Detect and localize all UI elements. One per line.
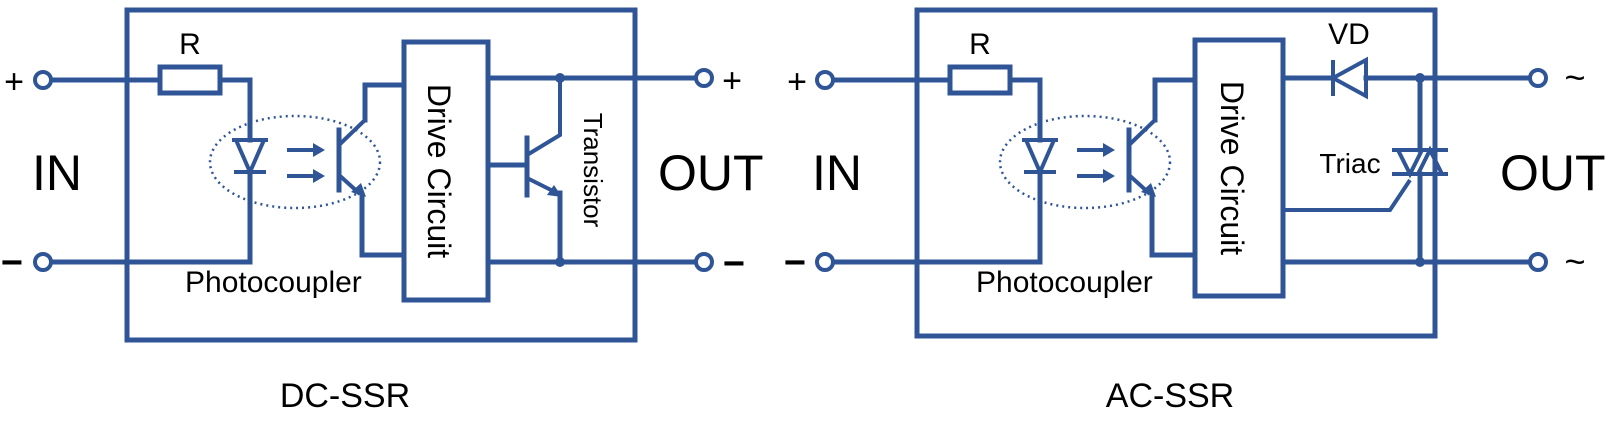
ac-photocoupler-outline — [998, 114, 1172, 210]
ac-in-minus-sign: − — [784, 242, 806, 284]
ac-in-minus-terminal — [815, 252, 835, 272]
ac-triac — [1283, 73, 1448, 267]
ac-vd-diode — [1280, 56, 1533, 100]
dc-output-transistor — [485, 73, 695, 267]
ac-out-label: OUT — [1500, 145, 1606, 201]
dc-in-plus-terminal — [33, 70, 53, 90]
ac-out-bottom-tilde: ~ — [1564, 241, 1585, 282]
ac-drive-circuit — [1192, 37, 1286, 299]
dc-resistor — [157, 64, 223, 96]
dc-in-label: IN — [32, 145, 82, 201]
ac-in-label: IN — [812, 145, 862, 201]
ac-out-top-terminal — [1528, 68, 1548, 88]
ac-resistor-label: R — [969, 28, 991, 61]
ac-triac-label: Triac — [1319, 148, 1380, 179]
ac-phototransistor — [1126, 77, 1198, 258]
dc-input-top-wire — [45, 77, 253, 143]
dc-out-label: OUT — [658, 145, 764, 201]
ac-light-arrows — [1077, 143, 1115, 183]
dc-drive-circuit — [401, 39, 491, 303]
ac-photocoupler-label: Photocoupler — [976, 266, 1153, 299]
ac-input-top-wire — [827, 77, 1043, 143]
dc-phototransistor — [336, 82, 407, 258]
dc-ssr-diagram: R Photocoupler Drive Circuit — [1, 7, 764, 415]
dc-ssr-housing — [124, 7, 638, 343]
ac-out-bottom-terminal — [1528, 252, 1548, 272]
ac-drive-circuit-label: Drive Circuit — [1214, 81, 1250, 255]
dc-photocoupler-outline — [208, 114, 382, 210]
ac-resistor — [947, 64, 1013, 96]
dc-out-plus-sign: + — [722, 62, 742, 100]
dc-out-plus-terminal — [694, 68, 714, 88]
ac-vd-label: VD — [1328, 18, 1370, 51]
dc-out-minus-terminal — [694, 252, 714, 272]
dc-out-minus-sign: − — [723, 243, 745, 285]
dc-resistor-label: R — [179, 28, 201, 61]
ac-out-top-tilde: ~ — [1564, 57, 1585, 98]
ac-in-plus-terminal — [815, 70, 835, 90]
dc-photocoupler-label: Photocoupler — [185, 266, 362, 299]
dc-in-plus-sign: + — [4, 63, 24, 101]
ac-ssr-diagram: R Photocoupler Drive Circuit VD — [784, 7, 1606, 415]
dc-transistor-label: Transistor — [578, 113, 608, 228]
dc-light-arrows — [287, 143, 325, 183]
dc-in-minus-terminal — [33, 252, 53, 272]
ac-caption: AC-SSR — [1106, 377, 1234, 415]
dc-in-minus-sign: − — [1, 242, 23, 284]
ac-in-plus-sign: + — [787, 63, 807, 101]
dc-drive-circuit-label: Drive Circuit — [421, 84, 457, 258]
dc-caption: DC-SSR — [280, 377, 410, 415]
ac-led — [827, 138, 1058, 265]
